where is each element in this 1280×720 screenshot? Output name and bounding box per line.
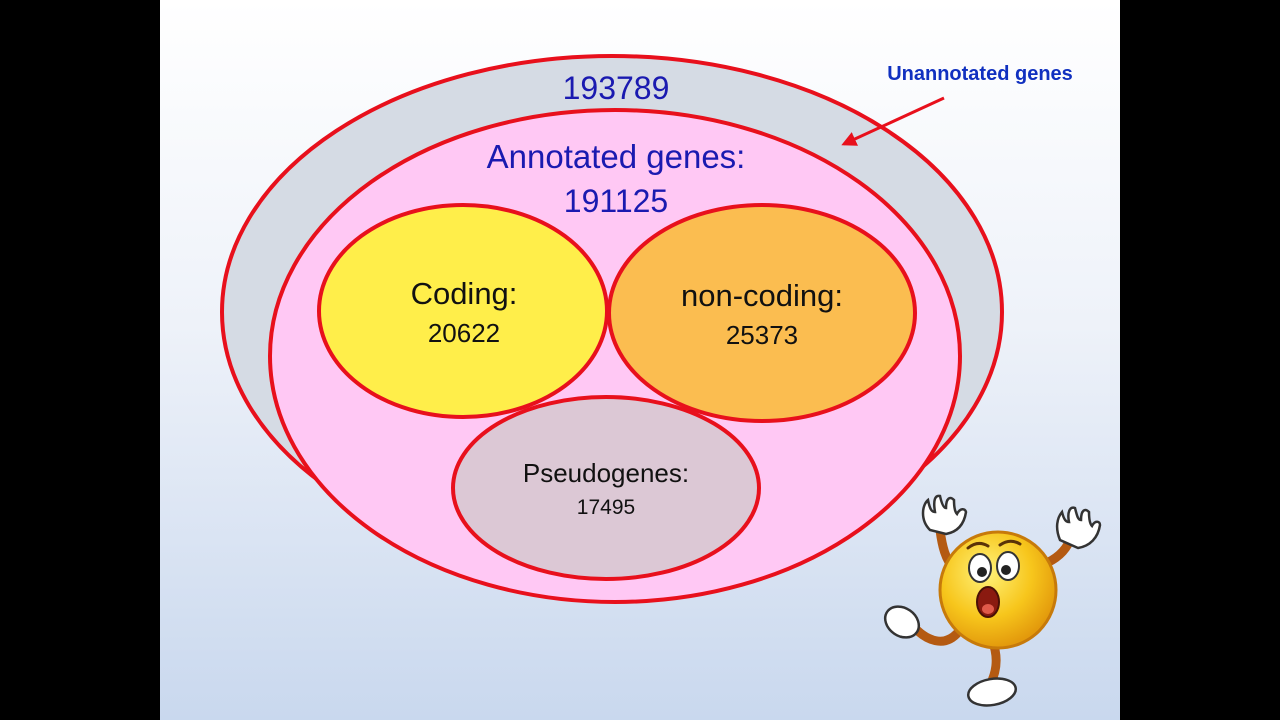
unannotated-genes-label: Unannotated genes bbox=[887, 63, 1073, 85]
unannotated-arrow bbox=[841, 96, 945, 146]
noncoding-value: 25373 bbox=[725, 320, 799, 350]
surprised-emoji-mascot-icon bbox=[883, 494, 1102, 707]
annotated-genes-label: Annotated genes: bbox=[486, 138, 746, 175]
total-genes-value: 193789 bbox=[562, 70, 670, 106]
coding-value: 20622 bbox=[427, 318, 501, 348]
pseudogenes-value: 17495 bbox=[576, 496, 636, 519]
pseudogenes-label: Pseudogenes: bbox=[522, 458, 690, 488]
gene-venn-diagram bbox=[220, 54, 1102, 707]
slide: 193789 Unannotated genes Annotated genes… bbox=[160, 0, 1120, 720]
annotated-genes-value: 191125 bbox=[563, 183, 669, 219]
coding-label: Coding: bbox=[410, 276, 518, 311]
noncoding-label: non-coding: bbox=[680, 278, 843, 313]
pseudogenes-ellipse bbox=[451, 395, 761, 581]
coding-ellipse bbox=[317, 203, 609, 419]
noncoding-ellipse bbox=[607, 203, 917, 423]
